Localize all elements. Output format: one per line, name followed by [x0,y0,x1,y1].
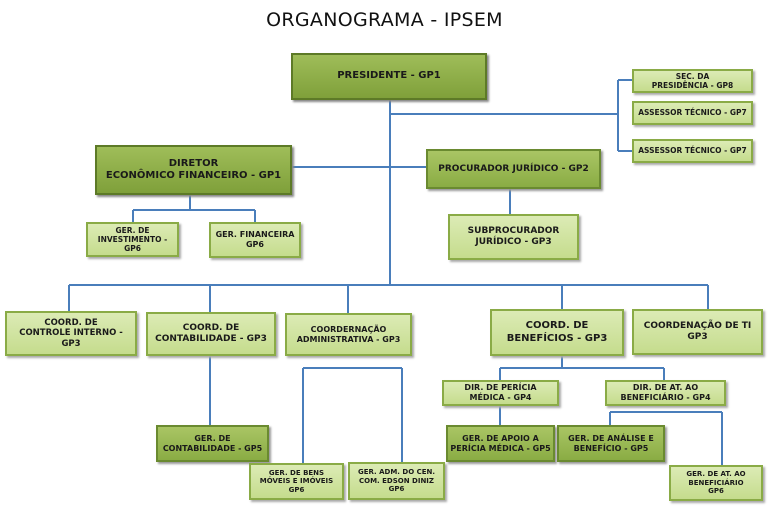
node-subprocurador: SUBPROCURADOR JURÍDICO - GP3 [448,214,579,260]
node-dir-atendimento: DIR. DE AT. AO BENEFICIÁRIO - GP4 [605,380,726,406]
node-coord-ti: COORDENAÇÃO DE TI GP3 [632,309,763,355]
node-coord-beneficios: COORD. DE BENEFÍCIOS - GP3 [490,309,624,356]
page-title: ORGANOGRAMA - IPSEM [266,9,503,31]
node-dir-pericia: DIR. DE PERÍCIA MÉDICA - GP4 [442,380,559,406]
node-assessor-tecnico-1: ASSESSOR TÉCNICO - GP7 [632,101,753,125]
node-diretor-economico: DIRETOR ECONÔMICO FINANCEIRO - GP1 [95,145,292,195]
node-ger-at-beneficiario: GER. DE AT. AO BENEFICIÁRIO GP6 [669,465,763,501]
node-ger-adm-centro: GER. ADM. DO CEN. COM. EDSON DINIZ GP6 [348,462,445,500]
node-ger-bens: GER. DE BENS MÓVEIS E IMÓVEIS GP6 [249,463,344,500]
node-ger-contabilidade: GER. DE CONTABILIDADE - GP5 [156,425,269,462]
node-presidente: PRESIDENTE - GP1 [291,53,487,100]
node-ger-investimento: GER. DE INVESTIMENTO - GP6 [86,222,179,257]
node-ger-apoio-pericia: GER. DE APOIO A PERÍCIA MÉDICA - GP5 [446,425,555,462]
node-coord-contabilidade: COORD. DE CONTABILIDADE - GP3 [146,312,276,356]
node-coord-administrativa: COORDERNAÇÃO ADMINISTRATIVA - GP3 [285,313,412,356]
node-coord-controle-interno: COORD. DE CONTROLE INTERNO - GP3 [5,311,137,356]
node-ger-analise-beneficio: GER. DE ANÁLISE E BENEFÍCIO - GP5 [557,425,665,462]
node-procurador-juridico: PROCURADOR JURÍDICO - GP2 [426,149,601,189]
node-ger-financeira: GER. FINANCEIRA GP6 [209,222,301,258]
node-assessor-tecnico-2: ASSESSOR TÉCNICO - GP7 [632,139,753,163]
node-sec-presidencia: SEC. DA PRESIDÊNCIA - GP8 [632,69,753,93]
